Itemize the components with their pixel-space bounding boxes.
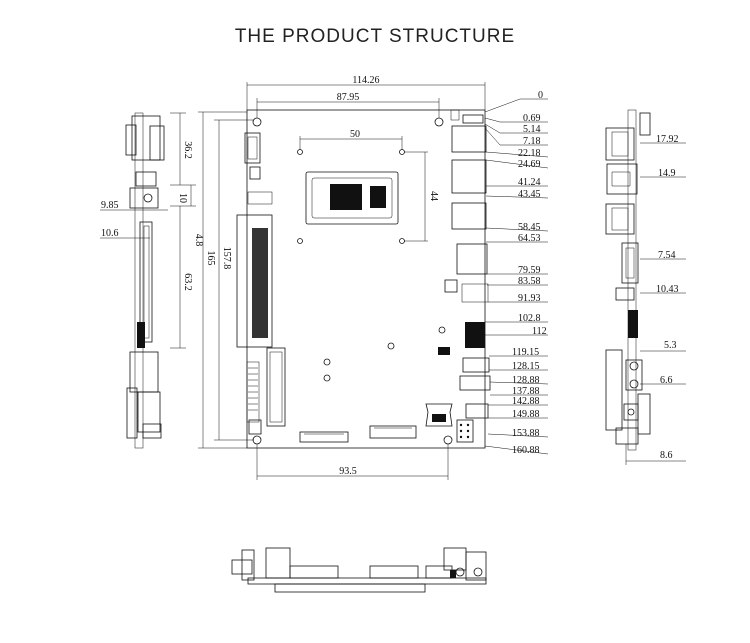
- dim-right-label: 64.53: [518, 233, 541, 244]
- dim-right-label: 149.88: [512, 409, 540, 420]
- mounting-hole: [252, 435, 262, 445]
- dim-right-label: 41.24: [518, 177, 541, 188]
- dim-63-2: 63.2: [182, 273, 193, 291]
- dim-9-85: 9.85: [101, 200, 119, 211]
- dim-side-label: 17.92: [656, 134, 679, 145]
- dim-right-label: 153.88: [512, 428, 540, 439]
- dim-165: 165: [205, 251, 216, 266]
- dim-cpu-span: 50: [350, 129, 360, 140]
- dim-right-label: 24.69: [518, 159, 541, 170]
- dim-right-label: 119.15: [512, 347, 539, 358]
- dim-right-label: 137.88: [512, 386, 540, 397]
- dim-right-label: 160.88: [512, 445, 540, 456]
- left-dimension-lines: [100, 111, 254, 449]
- right-dimension-leaders: [484, 98, 549, 455]
- dim-157-8: 157.8: [221, 247, 232, 270]
- bottom-front-view: [231, 547, 487, 593]
- mounting-hole: [443, 435, 453, 445]
- dim-side-label: 6.6: [660, 375, 673, 386]
- dim-cpu-height: 44: [428, 191, 439, 201]
- cpu-chip: [305, 171, 399, 225]
- dim-hole-span: 87.95: [337, 92, 360, 103]
- sodimm-slot: [236, 191, 273, 348]
- dim-right-label: 102.8: [518, 313, 541, 324]
- io-ports: [444, 109, 491, 419]
- dim-side-label: 10.43: [656, 284, 679, 295]
- dim-right-label: 43.45: [518, 189, 541, 200]
- left-side-view: [125, 112, 165, 449]
- board-outline: [246, 109, 486, 449]
- dim-side-label: 14.9: [658, 168, 676, 179]
- dim-bottom-hole-span: 93.5: [339, 466, 357, 477]
- dim-right-label: 22.18: [518, 148, 541, 159]
- dim-right-label: 91.93: [518, 293, 541, 304]
- dim-right-label: 0.69: [523, 113, 541, 124]
- dim-right-label: 5.14: [523, 124, 541, 135]
- dim-right-label: 79.59: [518, 265, 541, 276]
- dim-overall-width: 114.26: [352, 75, 379, 86]
- page-title: THE PRODUCT STRUCTURE: [234, 26, 516, 47]
- dim-side-label: 5.3: [664, 340, 677, 351]
- top-dimension-lines: [246, 82, 486, 480]
- dim-right-label: 128.88: [512, 375, 540, 386]
- dim-right-label: 128.15: [512, 361, 540, 372]
- dim-10: 10: [177, 193, 188, 203]
- dim-side-label: 8.6: [660, 450, 673, 461]
- dim-right-label: 0: [538, 90, 543, 101]
- dim-right-label: 58.45: [518, 222, 541, 233]
- dim-10-6: 10.6: [101, 228, 119, 239]
- right-side-view: [605, 109, 686, 465]
- mounting-hole: [252, 117, 262, 127]
- mounting-hole: [434, 117, 444, 127]
- dim-right-label: 83.58: [518, 276, 541, 287]
- right-dimension-labels: 0 0.69 5.14 7.18 22.18 24.69 41.24 43.45…: [512, 90, 547, 456]
- dim-4-8: 4.8: [193, 234, 204, 247]
- dim-side-label: 7.54: [658, 250, 676, 261]
- dim-right-label: 112: [532, 326, 547, 337]
- dim-right-label: 7.18: [523, 136, 541, 147]
- main-board-top-view: [236, 109, 491, 449]
- dim-right-label: 142.88: [512, 396, 540, 407]
- dim-36-2: 36.2: [182, 141, 193, 159]
- side-dimension-labels: 17.92 14.9 7.54 10.43 5.3 6.6 8.6: [656, 134, 679, 461]
